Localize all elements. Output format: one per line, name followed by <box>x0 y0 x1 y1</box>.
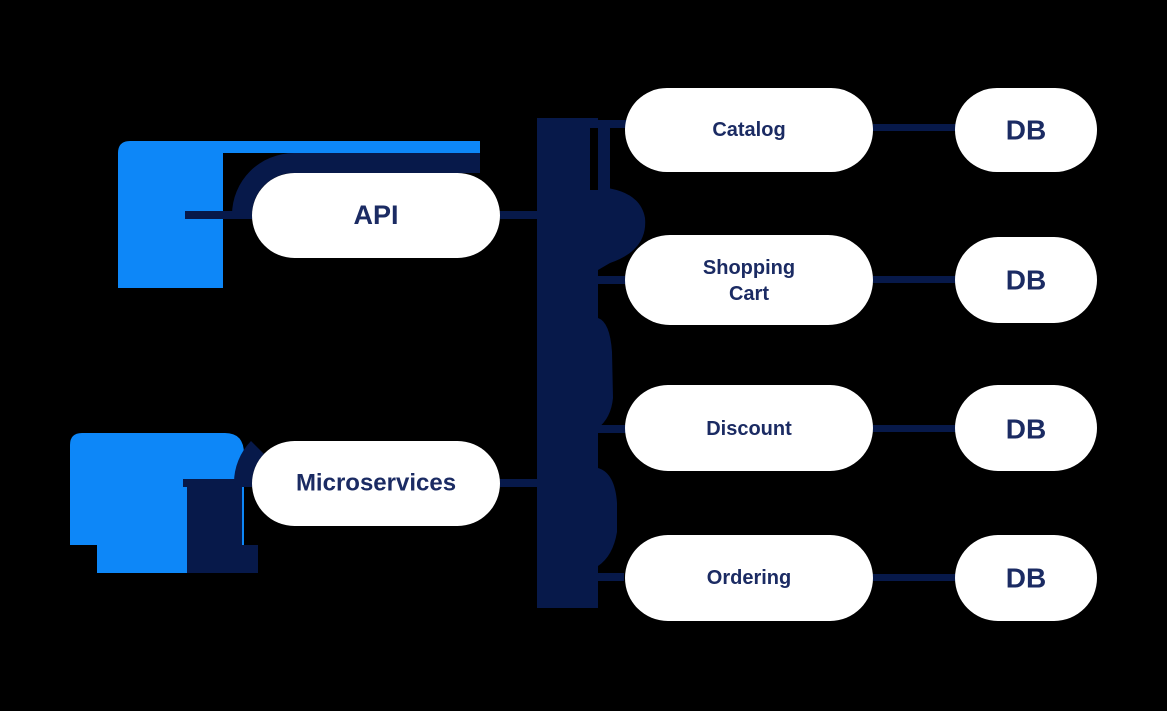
microservices-node <box>252 441 500 526</box>
db-label-ordering: DB <box>1006 563 1046 594</box>
trunk-curve-strip <box>598 128 610 190</box>
db-label-catalog: DB <box>1006 115 1046 146</box>
service-label-shoppingcart-line2: Cart <box>729 283 769 305</box>
service-label-catalog: Catalog <box>712 119 785 141</box>
microservices-window-navy-icon <box>187 485 258 573</box>
api-node <box>252 173 500 258</box>
connector-trunk-shoppingcart <box>597 276 627 284</box>
connector-shoppingcart-db <box>873 276 957 283</box>
api-window-icon <box>118 141 480 288</box>
microservices-node-label: Microservices <box>296 470 456 497</box>
microservices-pill-arc-decoration <box>233 441 264 483</box>
service-label-shoppingcart-line1: Shopping <box>703 257 795 279</box>
connector-ordering-db <box>873 574 957 581</box>
trunk-connector <box>537 118 646 608</box>
connector-discount-db <box>873 425 957 432</box>
db-label-shoppingcart: DB <box>1006 265 1046 296</box>
api-pill-arc-decoration <box>232 153 480 215</box>
connector-microservices-trunk <box>500 479 538 487</box>
connector-catalog-db <box>873 124 957 131</box>
db-label-discount: DB <box>1006 414 1046 445</box>
connector-api-trunk <box>500 211 538 219</box>
db-node-discount <box>955 385 1097 471</box>
connector-trunk-catalog <box>597 120 627 128</box>
trunk-curve-notch <box>590 128 598 190</box>
connector-apiicon-api <box>185 211 252 219</box>
db-node-catalog <box>955 88 1097 172</box>
connector-trunk-discount <box>598 425 628 433</box>
connector-trunk-ordering <box>597 573 624 581</box>
service-node-shoppingcart <box>625 235 873 325</box>
service-node-ordering <box>625 535 873 621</box>
service-label-ordering: Ordering <box>707 567 791 589</box>
service-node-catalog <box>625 88 873 172</box>
db-node-ordering <box>955 535 1097 621</box>
service-node-discount <box>625 385 873 471</box>
api-node-label: API <box>353 200 398 230</box>
service-label-discount: Discount <box>706 418 792 440</box>
db-node-shoppingcart <box>955 237 1097 323</box>
connector-microicon-microservices <box>183 479 252 487</box>
